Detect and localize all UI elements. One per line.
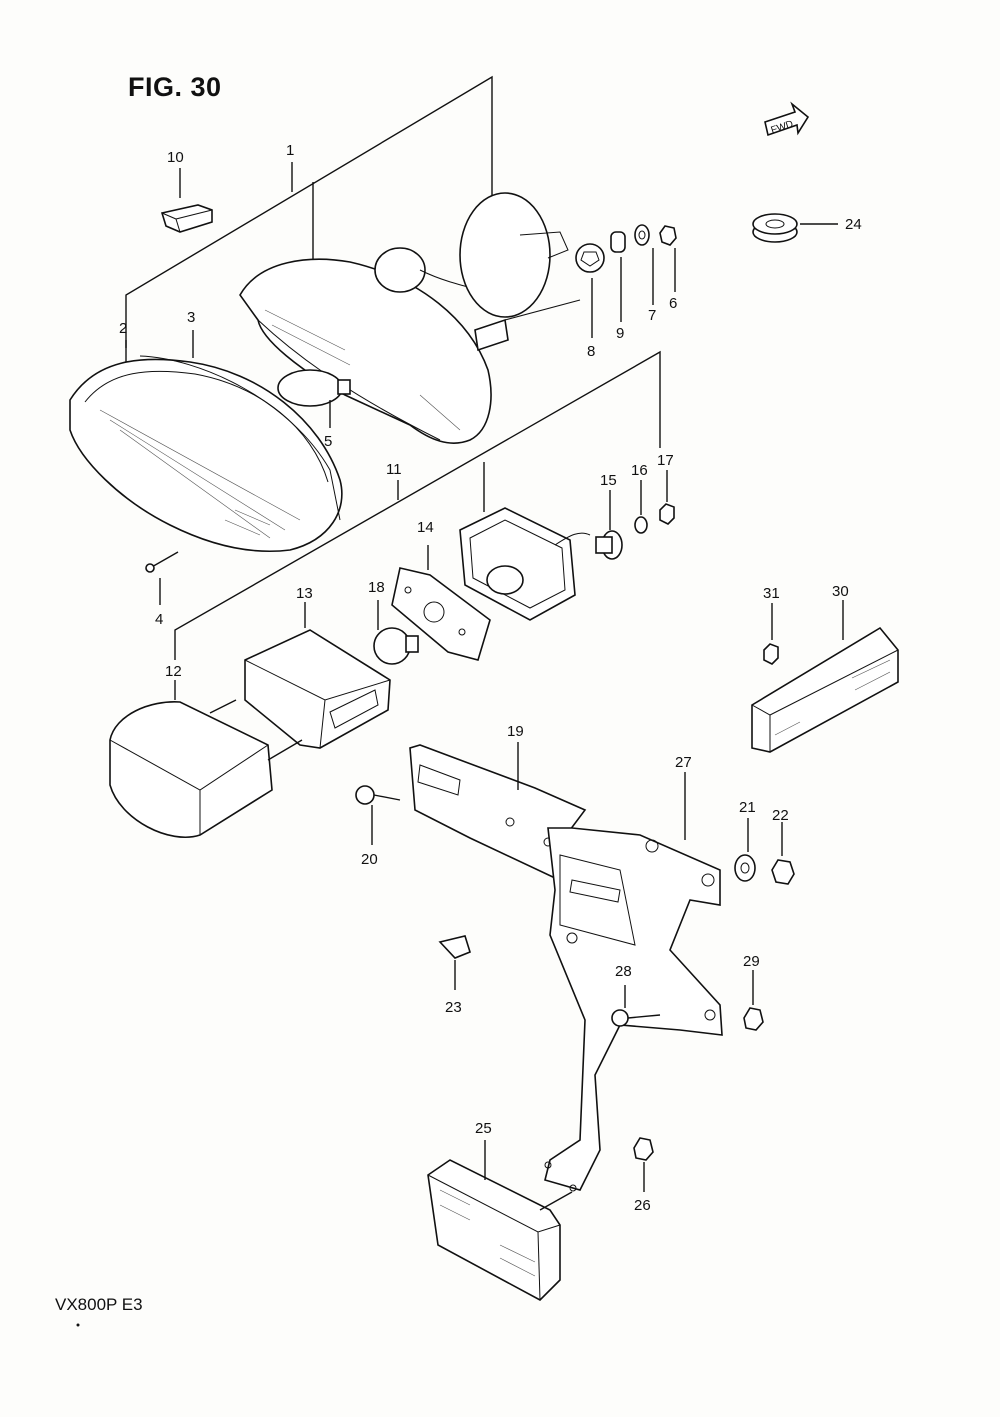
lamp-socket-plate: [459, 192, 581, 352]
callout-2: 2: [119, 320, 127, 337]
part-14-gasket: [391, 545, 491, 661]
callout-20: 20: [361, 851, 378, 868]
license-lamp-housing: [459, 507, 591, 621]
callout-29: 29: [743, 953, 760, 970]
callout-26: 26: [634, 1197, 651, 1214]
figure-title: FIG. 30: [128, 72, 222, 102]
part-10-pad: [160, 168, 213, 233]
part-21-washer: [734, 818, 756, 882]
part-12-turn-signal: [109, 680, 303, 838]
part-24-grommet: [752, 213, 838, 243]
callout-21: 21: [739, 799, 756, 816]
part-22-nut: [771, 822, 795, 885]
callout-25: 25: [475, 1120, 492, 1137]
fwd-arrow-icon: FWD: [764, 101, 810, 136]
callout-13: 13: [296, 585, 313, 602]
part-4-screw: [145, 551, 179, 605]
part-25-reflector: [427, 1140, 573, 1301]
part-9-spacer: [610, 231, 626, 322]
callout-24: 24: [845, 216, 862, 233]
callout-7: 7: [648, 307, 656, 324]
callout-17: 17: [657, 452, 674, 469]
callout-30: 30: [832, 583, 849, 600]
callout-1: 1: [286, 142, 294, 159]
stray-dot: [76, 1323, 80, 1327]
callout-16: 16: [631, 462, 648, 479]
part-26-nut: [633, 1137, 654, 1192]
callout-28: 28: [615, 963, 632, 980]
callout-labels: 1 2 3 4 5 6 7 8 9 10 11 12 13 14 15 16 1…: [119, 142, 862, 1214]
callout-12: 12: [165, 663, 182, 680]
callout-9: 9: [616, 325, 624, 342]
leader-lines-license-lamp: [174, 350, 661, 660]
part-17-nut: [659, 470, 675, 525]
callout-19: 19: [507, 723, 524, 740]
callout-31: 31: [763, 585, 780, 602]
callout-22: 22: [772, 807, 789, 824]
part-7-washer: [634, 224, 654, 305]
part-15-bushing: [595, 490, 623, 560]
callout-27: 27: [675, 754, 692, 771]
callout-4: 4: [155, 611, 163, 628]
part-28-bolt: [611, 985, 661, 1027]
callout-8: 8: [587, 343, 595, 360]
callout-11: 11: [386, 461, 402, 478]
part-16-washer: [634, 480, 648, 534]
tail-lamp-housing: [239, 247, 511, 444]
part-8-nut: [575, 243, 605, 338]
part-23-cap: [438, 935, 471, 990]
part-5-bulb: [277, 369, 351, 428]
leader-lines-tail-lamp: [125, 75, 493, 368]
part-27-bracket: [544, 772, 723, 1192]
part-6-nut: [659, 225, 677, 292]
part-29-nut: [743, 970, 764, 1031]
part-18-bulb: [373, 600, 419, 665]
callout-18: 18: [368, 579, 385, 596]
callout-15: 15: [600, 472, 617, 489]
callout-23: 23: [445, 999, 462, 1016]
callout-10: 10: [167, 149, 184, 166]
part-13-cover: [244, 602, 391, 749]
callout-6: 6: [669, 295, 677, 312]
part-30-reflector: [751, 600, 899, 753]
part-31-nut: [763, 603, 779, 665]
tail-lamp-lens: [69, 355, 343, 553]
callout-14: 14: [417, 519, 434, 536]
callout-5: 5: [324, 433, 332, 450]
callout-3: 3: [187, 309, 195, 326]
part-20-bolt: [355, 785, 401, 845]
model-code: VX800P E3: [55, 1295, 143, 1314]
